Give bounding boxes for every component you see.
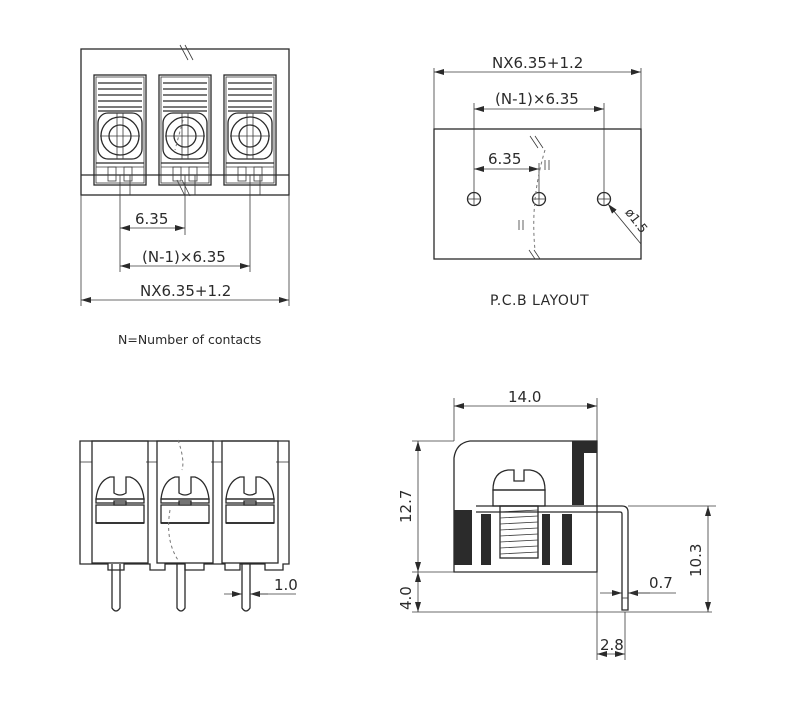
- pin-1: [111, 564, 121, 612]
- pin-3: [241, 564, 251, 612]
- front-view-pins: 1.0: [79, 439, 298, 612]
- dim-width-label: 14.0: [508, 388, 541, 406]
- clamp-screw-1: [91, 440, 149, 564]
- clamp-screw-3: [221, 440, 279, 564]
- side-housing-wall: [572, 441, 597, 505]
- screw-clamp-3: [223, 74, 277, 186]
- dim-span-label: (N-1)×6.35: [142, 248, 226, 266]
- pcb-layout-title: P.C.B LAYOUT: [490, 293, 589, 309]
- pin-2: [176, 564, 186, 612]
- dim-pitch-label: 6.35: [135, 210, 168, 228]
- hole-diameter-label: ø1.5: [622, 205, 651, 236]
- dim-total-label: NX6.35+1.2: [140, 282, 231, 300]
- pcb-dim-span-label: (N-1)×6.35: [495, 90, 579, 108]
- side-view: 14.0 12.7 4.0 10.3 0.7: [397, 388, 716, 660]
- clamp-screw-2: [156, 440, 214, 564]
- dim-pin-length-label: 4.0: [397, 586, 415, 610]
- hole-diameter-leader: [607, 203, 642, 245]
- dim-overall-height-label: 10.3: [687, 544, 705, 577]
- front-view: 6.35 (N-1)×6.35 NX6.35+1.2 N=Number of c…: [80, 44, 290, 347]
- pcb-hole-2: [531, 191, 547, 207]
- break-mark: [179, 44, 194, 61]
- pin-width-label: 1.0: [274, 576, 298, 594]
- pcb-outline: [433, 128, 642, 260]
- side-body-outline: [453, 440, 598, 573]
- side-screw-thread: [499, 505, 539, 559]
- dim-pin-thickness-label: 0.7: [649, 574, 673, 592]
- terminal-body-outline: [79, 440, 290, 571]
- pcb-hole-3: [596, 191, 612, 207]
- screw-clamp-2: [158, 74, 212, 186]
- screw-clamp-1: [93, 74, 147, 186]
- dim-body-height-label: 12.7: [397, 490, 415, 523]
- pcb-layout: NX6.35+1.2 (N-1)×6.35 6.35 ø1.5 P.C.B LA…: [433, 54, 651, 309]
- break-mark: [529, 135, 544, 149]
- pcb-dim-total-label: NX6.35+1.2: [492, 54, 583, 72]
- terminal-body-outline: [80, 48, 290, 196]
- pcb-dim-pitch-label: 6.35: [488, 150, 521, 168]
- note-number-of-contacts: N=Number of contacts: [118, 332, 261, 347]
- side-screw-head: [492, 469, 546, 491]
- dim-pin-offset-label: 2.8: [600, 636, 624, 654]
- break-mark: [177, 439, 184, 471]
- side-contact-lead: [476, 505, 629, 611]
- pcb-hole-1: [466, 191, 482, 207]
